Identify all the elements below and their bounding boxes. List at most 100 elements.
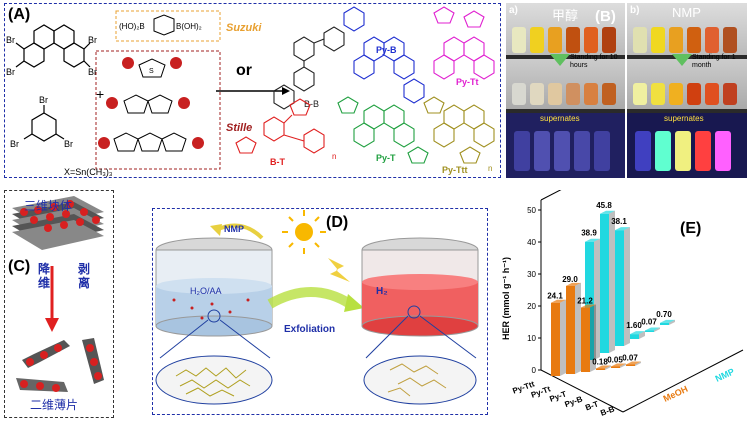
br-label: Br <box>10 139 19 149</box>
panel-c-mid1: 降维 <box>38 262 51 290</box>
bar-nmp <box>660 319 675 325</box>
sn-label: X=Sn(CH₃)₃ <box>64 167 113 177</box>
bar-meoh <box>611 363 626 368</box>
panel-d-frame <box>152 208 488 415</box>
polymer-bt-label: B-T <box>270 157 285 167</box>
y-tick-label: 20 <box>527 302 536 311</box>
suzuki-box <box>115 10 221 42</box>
svg-text:(HO)₂B: (HO)₂B <box>119 22 145 31</box>
y-tick-label: 50 <box>527 206 536 215</box>
panel-b-tag-left: a) <box>509 5 518 16</box>
panel-a-scheme: Br Br Br Br Br Br Br + (HO)₂B B(OH)₂ Suz… <box>6 6 495 177</box>
bar-meoh <box>581 304 596 372</box>
panel-d-nmp: NMP <box>224 224 244 234</box>
panel-b-standing-left: Standing for 10 hours <box>570 54 618 69</box>
stille-label: Stille <box>226 122 252 134</box>
panel-b-solvent-left: 甲醇 <box>552 9 579 24</box>
polymer-pyt-label: Py-T <box>376 153 396 163</box>
panel-c-top-text: 三维块体 <box>24 199 73 213</box>
panel-b-photo-left <box>506 3 625 178</box>
svg-text:n: n <box>332 152 336 161</box>
bar-meoh <box>596 365 611 370</box>
y-tick-label: 30 <box>527 270 536 279</box>
data-label-meoh: 29.0 <box>562 275 578 284</box>
panel-d-left-liquid: H₂O/AA <box>190 286 222 296</box>
panel-c-bottom-text: 二维薄片 <box>30 398 79 412</box>
suzuki-label: Suzuki <box>226 22 262 34</box>
exfoliated-sheets <box>16 338 104 392</box>
panel-b-supernates-right: supernates <box>664 114 704 123</box>
br-label: Br <box>88 35 97 45</box>
bar-nmp <box>600 210 615 353</box>
red-down-arrow <box>45 266 59 332</box>
bar-nmp <box>615 227 630 346</box>
pyrene-monomer <box>15 24 91 68</box>
bar-meoh <box>566 282 581 374</box>
bar-nmp <box>645 327 660 332</box>
panel-c-label: (C) <box>8 258 31 275</box>
arrow-down-icon <box>550 54 570 66</box>
br-label: Br <box>64 139 73 149</box>
br-label: Br <box>39 95 48 105</box>
br-label: Br <box>6 35 15 45</box>
y-axis-label: HER (mmol g⁻¹ h⁻¹) <box>501 257 511 340</box>
panel-d-exfoliation: Exfoliation <box>284 324 336 335</box>
series-label-nmp: NMP <box>714 366 736 384</box>
data-label-nmp: 0.70 <box>656 310 672 319</box>
panel-c-stack <box>12 196 104 392</box>
bar-nmp <box>585 238 600 360</box>
panel-b-solvent-right: NMP <box>672 5 701 20</box>
polymer-pytt-label: Py-Tt <box>456 77 479 87</box>
data-label-meoh: 0.07 <box>622 354 638 363</box>
bar-meoh <box>551 299 566 376</box>
polymer-pyttt-label: Py-Ttt <box>442 165 468 175</box>
panel-a-label: (A) <box>8 6 31 23</box>
data-label-meoh: 21.2 <box>577 297 593 306</box>
svg-text:n: n <box>488 164 492 173</box>
data-label-meoh: 24.1 <box>547 292 563 301</box>
category-label: B-B <box>599 404 616 417</box>
panel-d-right-liquid: H₂ <box>376 286 388 297</box>
panel-b-photo-right <box>627 3 747 178</box>
category-label: B-T <box>584 399 600 412</box>
polymer-bt <box>235 98 325 154</box>
data-label-nmp: 38.1 <box>611 217 627 226</box>
panel-c-mid2: 剥离 <box>78 262 91 290</box>
lightning-icon <box>328 258 350 282</box>
y-tick-label: 40 <box>527 238 536 247</box>
data-label-meoh: 0.05 <box>607 356 623 365</box>
exfoliation-arrow <box>267 287 353 309</box>
panel-d-scheme <box>155 210 479 405</box>
br-label: Br <box>6 67 15 77</box>
or-text: or <box>236 62 252 79</box>
polymer-pyb-label: Py-B <box>376 45 397 55</box>
data-label-nmp: 1.60 <box>626 321 642 330</box>
svg-text:B(OH)₂: B(OH)₂ <box>176 22 202 31</box>
left-beaker <box>155 237 273 405</box>
data-label-nmp: 45.8 <box>596 201 612 210</box>
bulk-3d-stack <box>12 196 104 250</box>
y-tick-label: 0 <box>532 366 537 375</box>
axis-frame <box>540 190 744 413</box>
panel-b-label: (B) <box>595 8 616 25</box>
br-label: Br <box>88 67 97 77</box>
panel-d-label: (D) <box>326 214 349 231</box>
bar-nmp <box>630 331 645 339</box>
polymer-pyt <box>337 96 429 164</box>
panel-a-frame <box>4 3 501 178</box>
right-beaker <box>361 237 479 405</box>
bar-meoh <box>626 361 641 366</box>
polymer-pytt <box>433 6 495 80</box>
polymer-pyb <box>343 6 425 104</box>
panel-c-frame <box>4 190 114 418</box>
polymer-bb-label: B-B <box>304 99 319 109</box>
panel-b-supernates-left: supernates <box>540 114 580 123</box>
polymer-bb <box>273 26 345 110</box>
tribromobenzene-monomer <box>23 105 65 142</box>
panel-b-standing-right: Standing for 1 month <box>692 54 736 69</box>
plus-sign: + <box>96 86 104 102</box>
stille-box <box>95 50 221 170</box>
panel-e-label: (E) <box>680 220 702 237</box>
svg-text:S: S <box>149 68 154 75</box>
